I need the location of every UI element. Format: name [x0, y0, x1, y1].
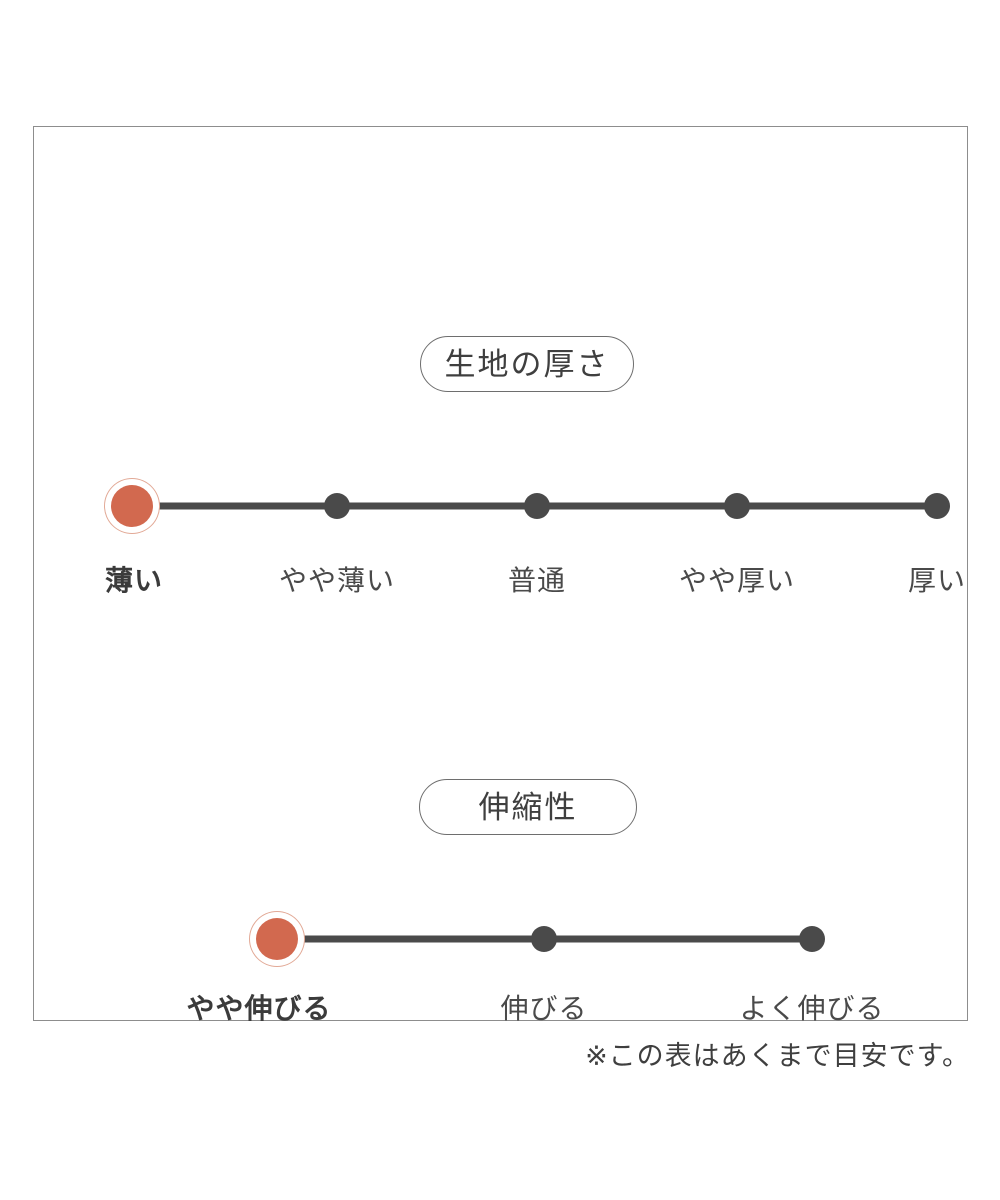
scale-dot-stretchiness-0[interactable]: [256, 918, 298, 960]
scale-label-stretchiness-0: やや伸びる: [186, 993, 332, 1024]
scale-dot-fabric-thickness-2[interactable]: [524, 493, 550, 519]
scale-label-fabric-thickness-1: やや薄い: [278, 565, 396, 596]
fabric-spec-panel: 生地の厚さ 薄い やや薄い 普通 やや厚い 厚い 伸縮性 やや伸びる 伸びる よ…: [33, 126, 968, 1023]
scale-label-fabric-thickness-2: 普通: [507, 565, 567, 596]
scale-stretchiness: [34, 909, 1000, 969]
scale-dot-stretchiness-2[interactable]: [799, 926, 825, 952]
scale-dot-fabric-thickness-1[interactable]: [324, 493, 350, 519]
section-title-fabric-thickness-label: 生地の厚さ: [444, 346, 610, 382]
scale-dot-fabric-thickness-4[interactable]: [924, 493, 950, 519]
scale-fabric-thickness: [34, 476, 1000, 536]
scale-label-fabric-thickness-4: 厚い: [907, 565, 967, 596]
disclaimer-note: ※この表はあくまで目安です。: [585, 1041, 970, 1071]
scale-labels-stretchiness: やや伸びる 伸びる よく伸びる: [34, 995, 1000, 1035]
scale-label-stretchiness-1: 伸びる: [500, 993, 588, 1024]
scale-label-fabric-thickness-3: やや厚い: [678, 565, 796, 596]
section-title-stretchiness: 伸縮性: [419, 779, 637, 835]
scale-dot-fabric-thickness-3[interactable]: [724, 493, 750, 519]
scale-dot-fabric-thickness-0[interactable]: [111, 485, 153, 527]
scale-label-stretchiness-2: よく伸びる: [739, 993, 885, 1024]
scale-dot-stretchiness-1[interactable]: [531, 926, 557, 952]
scale-labels-fabric-thickness: 薄い やや薄い 普通 やや厚い 厚い: [34, 567, 1000, 607]
section-title-stretchiness-label: 伸縮性: [478, 789, 578, 825]
scale-label-fabric-thickness-0: 薄い: [104, 565, 164, 596]
section-title-fabric-thickness: 生地の厚さ: [420, 336, 634, 392]
